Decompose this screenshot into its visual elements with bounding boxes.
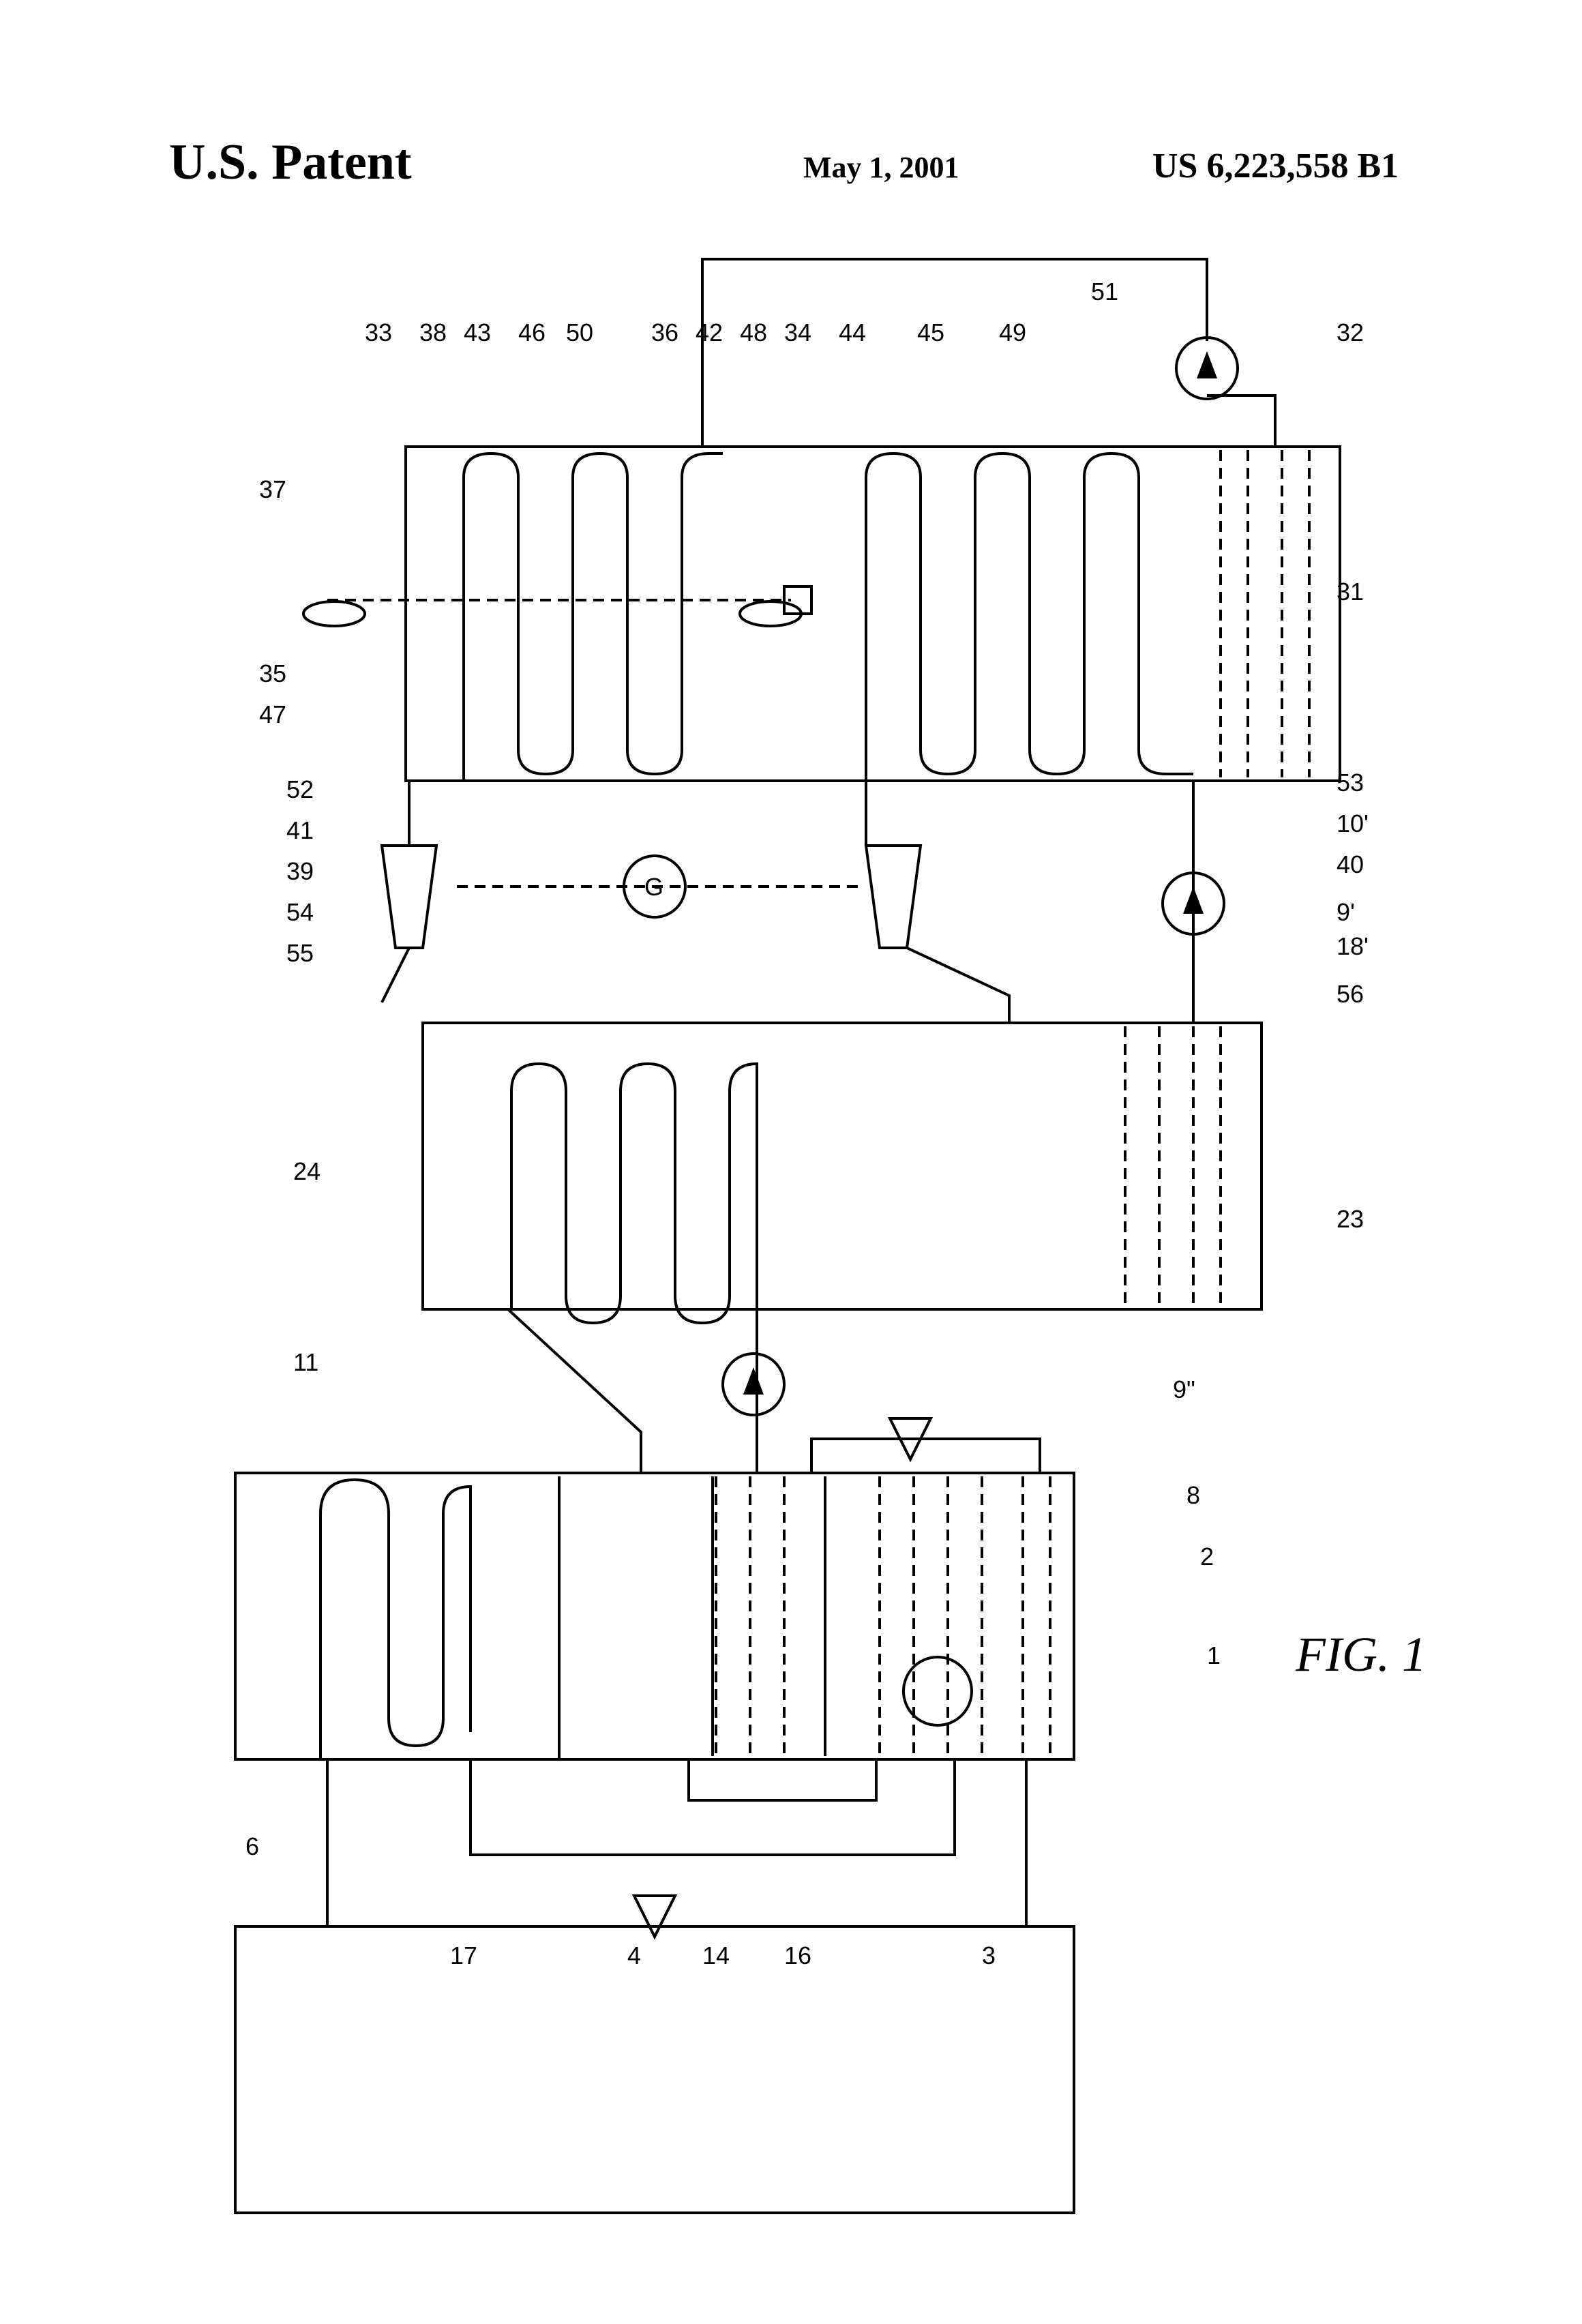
ref-labels: 1 2 3 4 6 8 9" 11 14 16 17 23 24 31 32 3… <box>245 278 1369 1969</box>
label-9dd: 9" <box>1173 1375 1195 1403</box>
label-37: 37 <box>259 475 286 503</box>
turbine-40 <box>866 846 921 948</box>
figure-caption: FIG. 1 <box>1295 1627 1427 1682</box>
label-34: 34 <box>784 318 811 346</box>
label-14: 14 <box>702 1941 730 1969</box>
label-42: 42 <box>696 318 723 346</box>
label-40: 40 <box>1337 850 1364 878</box>
label-54: 54 <box>286 898 314 926</box>
label-32: 32 <box>1337 318 1364 346</box>
vessels <box>235 447 1340 1759</box>
label-4: 4 <box>627 1941 641 1969</box>
label-47: 47 <box>259 700 286 728</box>
label-6: 6 <box>245 1832 259 1860</box>
coil-46 <box>464 453 723 781</box>
label-35: 35 <box>259 659 286 687</box>
label-39: 39 <box>286 857 314 885</box>
label-9prime: 9' <box>1337 898 1355 926</box>
valve-4 <box>634 1896 675 1937</box>
label-44: 44 <box>839 318 866 346</box>
label-3: 3 <box>982 1941 996 1969</box>
label-55: 55 <box>286 939 314 967</box>
label-53: 53 <box>1337 769 1364 796</box>
vessel-8 <box>235 1926 1074 2213</box>
label-52: 52 <box>286 775 314 803</box>
label-36: 36 <box>651 318 678 346</box>
coil-24 <box>511 1064 757 1337</box>
label-45: 45 <box>917 318 944 346</box>
turbine-39 <box>382 846 436 948</box>
label-11: 11 <box>293 1348 318 1376</box>
label-46: 46 <box>518 318 546 346</box>
label-50: 50 <box>566 318 593 346</box>
label-17: 17 <box>450 1941 477 1969</box>
label-41: 41 <box>286 816 314 844</box>
label-51: 51 <box>1091 278 1118 306</box>
coil-45 <box>866 453 1193 781</box>
fan-35 <box>303 601 365 626</box>
liquid-levels <box>716 450 1309 1756</box>
label-10prime: 10' <box>1337 809 1369 837</box>
pump-9dd <box>723 1354 784 1415</box>
label-8: 8 <box>1186 1481 1200 1509</box>
label-1: 1 <box>1207 1641 1221 1669</box>
label-33: 33 <box>365 318 392 346</box>
label-16: 16 <box>784 1941 811 1969</box>
coil-6 <box>320 1480 471 1759</box>
label-49: 49 <box>999 318 1026 346</box>
label-23: 23 <box>1337 1205 1364 1233</box>
label-2: 2 <box>1200 1543 1214 1570</box>
label-24: 24 <box>293 1157 320 1185</box>
pump-32 <box>1176 338 1238 399</box>
label-43: 43 <box>464 318 491 346</box>
label-48: 48 <box>740 318 767 346</box>
label-31: 31 <box>1337 578 1364 606</box>
label-18prime: 18' <box>1337 932 1369 960</box>
label-38: 38 <box>419 318 447 346</box>
vessel-right <box>406 447 1340 781</box>
label-56: 56 <box>1337 980 1364 1008</box>
